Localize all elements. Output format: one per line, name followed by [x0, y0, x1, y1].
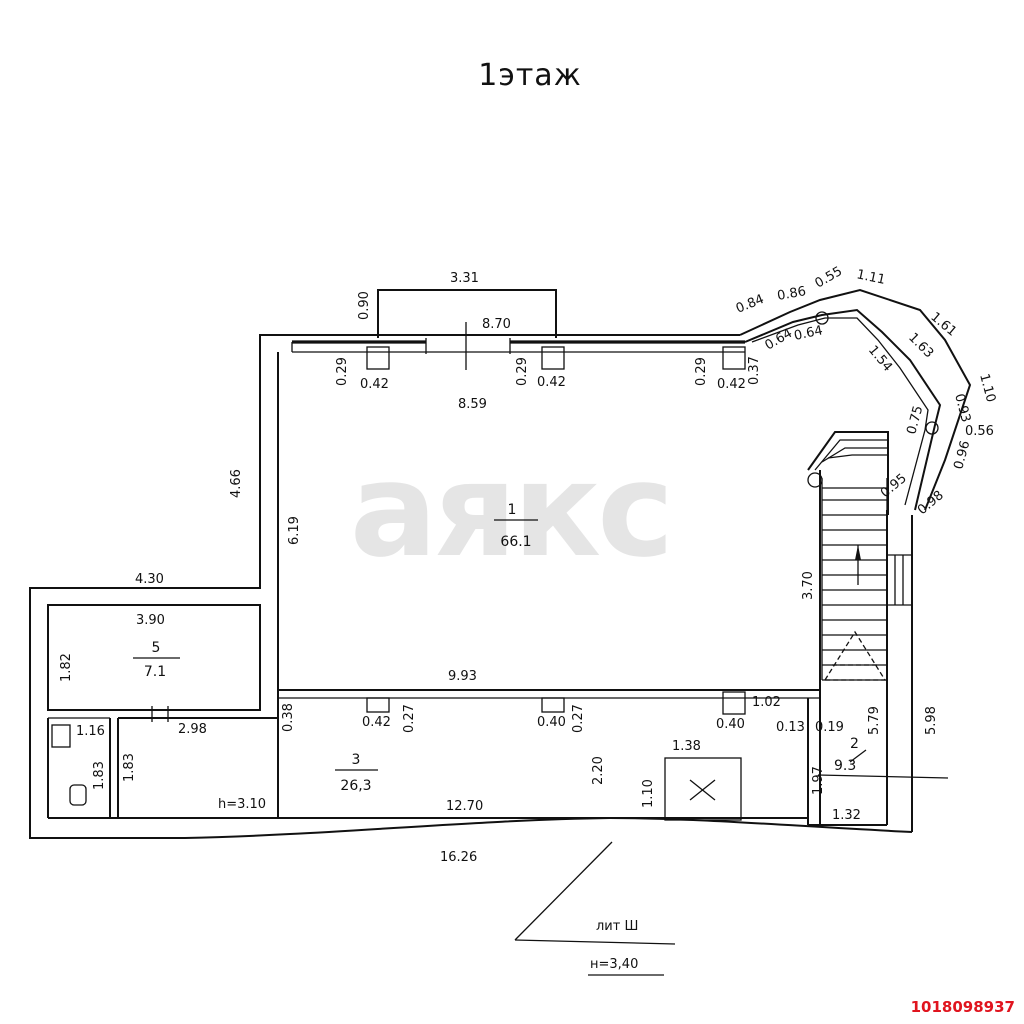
dim-0-13: 0.13	[776, 720, 805, 735]
room-1-area: 66.1	[500, 534, 531, 550]
room-1-number: 1	[508, 502, 517, 518]
listing-id: 1018098937	[911, 998, 1015, 1016]
dim-1-16: 1.16	[76, 724, 105, 739]
dim-3-70: 3.70	[801, 571, 816, 600]
dim-0-42-d: 0.42	[362, 715, 391, 730]
staircase	[807, 431, 889, 681]
room-3-number: 3	[352, 752, 361, 768]
dim-2-20: 2.20	[591, 756, 606, 785]
room5-walls	[47, 604, 261, 819]
dim-0-64-a: 0.64	[763, 326, 796, 353]
dim-0-40-a: 0.40	[537, 715, 566, 730]
litera-height: н=3,40	[590, 957, 638, 972]
dim-0-27-a: 0.27	[402, 704, 417, 733]
bay-window	[739, 288, 972, 511]
room1-walls	[277, 322, 821, 818]
room-3-height: h=3.10	[218, 797, 266, 812]
dim-1-54: 1.54	[865, 343, 895, 375]
dim-0-42-a: 0.42	[360, 377, 389, 392]
dim-0-29-a: 0.29	[335, 357, 350, 386]
dim-2-98: 2.98	[178, 722, 207, 737]
room3-walls	[117, 717, 808, 821]
litera-label: лит Ш	[596, 919, 638, 934]
dim-4-66: 4.66	[229, 469, 244, 498]
room-5-area: 7.1	[144, 664, 166, 680]
dim-1-10: 1.10	[976, 372, 998, 404]
dim-8-70: 8.70	[482, 317, 511, 332]
dim-0-96: 0.96	[951, 439, 973, 471]
room2-walls	[807, 690, 949, 826]
dim-3-31: 3.31	[450, 271, 479, 286]
dim-0-93: 0.93	[951, 392, 973, 424]
floor-title: 1этаж	[478, 58, 581, 93]
room-5-number: 5	[152, 640, 161, 656]
dim-0-19: 0.19	[815, 720, 844, 735]
dim-8-59: 8.59	[458, 397, 487, 412]
top-bay	[377, 289, 557, 338]
dim-1-83-a: 1.83	[92, 761, 107, 790]
dim-3-90: 3.90	[136, 613, 165, 628]
litera-marker	[514, 841, 676, 976]
dim-0-55: 0.55	[813, 264, 846, 291]
dim-1-11: 1.11	[855, 267, 886, 288]
dim-0-95: 0.95	[878, 471, 910, 501]
dim-0-64-b: 0.64	[793, 323, 824, 344]
dim-0-86: 0.86	[776, 284, 807, 304]
dim-1-02: 1.02	[752, 695, 781, 710]
room-3-area: 26,3	[340, 778, 371, 794]
dim-1-32: 1.32	[832, 808, 861, 823]
dim-0-42-c: 0.42	[717, 377, 746, 392]
dim-0-84: 0.84	[734, 292, 766, 317]
watermark: аякс	[350, 434, 671, 586]
dim-0-29-b: 0.29	[515, 357, 530, 386]
dim-1-97: 1.97	[811, 766, 826, 795]
dim-16-26: 16.26	[440, 850, 477, 865]
dim-0-56: 0.56	[965, 424, 994, 439]
dim-4-30: 4.30	[135, 572, 164, 587]
dim-1-82: 1.82	[59, 653, 74, 682]
dim-5-79: 5.79	[867, 706, 882, 735]
room-2-number: 2	[850, 736, 859, 752]
dim-0-75: 0.75	[904, 404, 926, 436]
dim-0-42-b: 0.42	[537, 375, 566, 390]
dim-0-29-c: 0.29	[694, 357, 709, 386]
dim-12-70: 12.70	[446, 799, 483, 814]
dim-1-61: 1.61	[927, 310, 959, 340]
dim-0-38: 0.38	[281, 703, 296, 732]
dim-1-10-b: 1.10	[641, 779, 656, 808]
dim-0-40-b: 0.40	[716, 717, 745, 732]
dim-0-37: 0.37	[747, 356, 762, 385]
dim-9-93: 9.93	[448, 669, 477, 684]
dim-1-38: 1.38	[672, 739, 701, 754]
dim-1-63: 1.63	[905, 330, 936, 361]
dim-6-19: 6.19	[287, 516, 302, 545]
dim-1-83-b: 1.83	[122, 753, 137, 782]
room-2-area: 9.3	[834, 758, 856, 774]
dim-0-27-b: 0.27	[571, 704, 586, 733]
dim-0-90: 0.90	[357, 291, 372, 320]
dim-5-98: 5.98	[924, 706, 939, 735]
